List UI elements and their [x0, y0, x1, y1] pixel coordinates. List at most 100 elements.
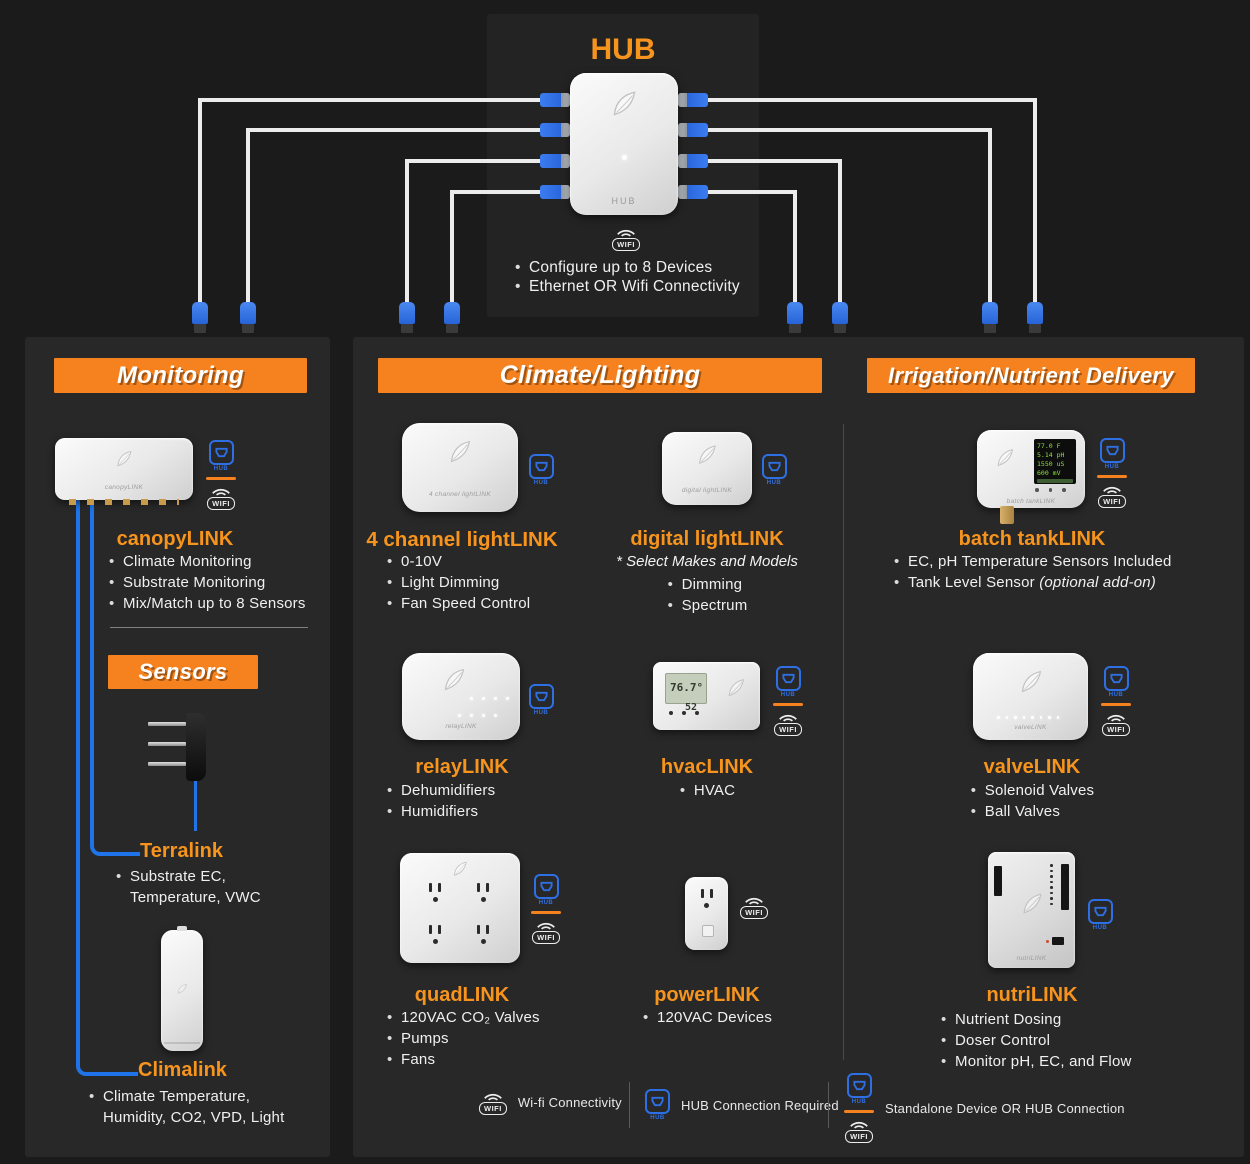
nutrilink-badges: HUB — [1082, 899, 1118, 931]
bullet: Ball Valves — [970, 801, 1094, 822]
hub-connection-icon: HUB — [533, 874, 559, 906]
ethernet-jack-icon — [208, 440, 234, 465]
wifi-badge-text: WIFI — [479, 1102, 507, 1115]
hub-badge-text: HUB — [1092, 925, 1108, 931]
irrigation-header: Irrigation/Nutrient Delivery — [867, 358, 1195, 393]
ethernet-cable — [198, 98, 202, 304]
bullet: Tank Level Sensor (optional add-on) — [893, 572, 1172, 593]
four-channel-bullets: 0-10V Light Dimming Fan Speed Control — [386, 551, 530, 614]
device-text: 4 channel lightLINK — [428, 491, 492, 498]
legend-divider — [828, 1082, 829, 1128]
monitoring-header: Monitoring — [54, 358, 307, 393]
hub-plug — [540, 185, 570, 199]
leaf-logo — [444, 668, 465, 691]
ethernet-jack-icon — [775, 666, 801, 691]
legend-hub-icon: HUB — [645, 1089, 670, 1121]
batch-tanklink-badges: HUB WIFI — [1094, 438, 1130, 508]
led-row — [997, 716, 1059, 719]
hub-plug — [678, 93, 708, 107]
digital-lightlink-note: * Select Makes and Models — [616, 553, 798, 570]
hub-plug — [540, 93, 570, 107]
relaylink-device: relayLINK — [402, 653, 520, 740]
sensor-prong — [148, 722, 186, 726]
ethernet-jack-icon — [528, 684, 554, 709]
bullet: HVAC — [679, 780, 735, 801]
bullet-continuation: Temperature, VWC — [130, 889, 261, 906]
lcd-line: 1550 uS — [1037, 460, 1065, 468]
rj45-connector — [787, 302, 803, 333]
legend-wifi-label: Wi-fi Connectivity — [517, 1095, 622, 1110]
wifi-badge-text: WIFI — [1102, 723, 1130, 736]
bullet-italic-text: (optional add-on) — [1039, 574, 1156, 591]
wifi-icon: WIFI — [774, 711, 802, 736]
ethernet-jack-icon — [645, 1089, 670, 1114]
powerlink-device — [685, 877, 728, 950]
bullet: Nutrient Dosing — [940, 1009, 1132, 1030]
valvelink-label: valveLINK — [983, 756, 1081, 778]
ethernet-cable — [988, 128, 992, 304]
device-text: digital lightLINK — [681, 487, 733, 494]
terralink-bullets: Substrate EC, Temperature, VWC — [115, 866, 261, 908]
wifi-icon: WIFI — [1098, 483, 1126, 508]
bullet-text: Tank Level Sensor — [908, 574, 1040, 591]
canopylink-device: canopyLINK — [55, 438, 193, 505]
wifi-badge-text: WIFI — [207, 497, 235, 510]
bullet: Ethernet OR Wifi Connectivity — [514, 277, 740, 296]
plug-button — [701, 925, 714, 937]
terminal-strip — [1061, 864, 1069, 910]
sensor-prong — [148, 742, 186, 746]
device-text: batch tankLINK — [1006, 498, 1056, 505]
hub-badge-text: HUB — [766, 480, 782, 486]
power-outlet — [474, 923, 492, 947]
ethernet-jack-icon — [533, 874, 559, 899]
digital-lightlink-device: digital lightLINK — [662, 432, 752, 505]
wifi-icon: WIFI — [845, 1118, 873, 1143]
hub-plug — [678, 123, 708, 137]
leaf-logo — [177, 983, 187, 994]
hub-device: HUB — [570, 73, 678, 215]
hub-badge-text: HUB — [538, 900, 554, 906]
led-row — [458, 714, 497, 717]
batch-tanklink-label: batch tankLINK — [958, 528, 1106, 550]
leaf-logo — [1021, 670, 1041, 693]
leaf-logo — [117, 450, 132, 467]
power-outlet — [426, 923, 444, 947]
leaf-logo — [728, 679, 745, 697]
bullet: Fans — [386, 1049, 540, 1070]
hub-device-label: HUB — [611, 196, 637, 206]
leaf-logo — [613, 91, 636, 116]
quadlink-device — [400, 853, 520, 963]
hub-badge-text: HUB — [1104, 464, 1120, 470]
legend-hub-item: HUB HUB Connection Required — [645, 1089, 839, 1121]
hub-connection-icon: HUB — [208, 440, 234, 472]
climalink-label: Climalink — [138, 1059, 227, 1081]
thermostat-lcd: 76.7° 52 — [665, 673, 707, 713]
terminal-strip — [994, 866, 1002, 896]
ethernet-cable — [450, 190, 454, 304]
rj45-connector — [982, 302, 998, 333]
badge-divider — [206, 477, 236, 480]
outlet-grid — [426, 881, 492, 947]
bullet: EC, pH Temperature Sensors Included — [893, 551, 1172, 572]
canopylink-bullets: Climate Monitoring Substrate Monitoring … — [108, 551, 306, 614]
ethernet-jack-icon — [528, 454, 554, 479]
ethernet-cable — [246, 128, 542, 132]
led-row — [470, 697, 509, 700]
digital-lightlink-bullets: Dimming Spectrum — [597, 574, 817, 616]
bullet: Solenoid Valves — [970, 780, 1094, 801]
lcd-line: 5.14 pH — [1037, 451, 1065, 459]
device-text: valveLINK — [1014, 724, 1047, 731]
wifi-icon: WIFI — [1102, 711, 1130, 736]
legend-wifi-item: WIFI Wi-fi Connectivity — [479, 1090, 622, 1115]
hvaclink-badges: HUB WIFI — [770, 666, 806, 736]
hub-connection-icon: HUB — [528, 454, 554, 486]
hub-badge-text: HUB — [780, 692, 796, 698]
nutrilink-device: nutriLINK — [988, 852, 1075, 968]
climate-header: Climate/Lighting — [378, 358, 822, 393]
wifi-badge-text: WIFI — [774, 723, 802, 736]
legend-divider — [629, 1082, 630, 1128]
ethernet-cable — [450, 190, 542, 194]
